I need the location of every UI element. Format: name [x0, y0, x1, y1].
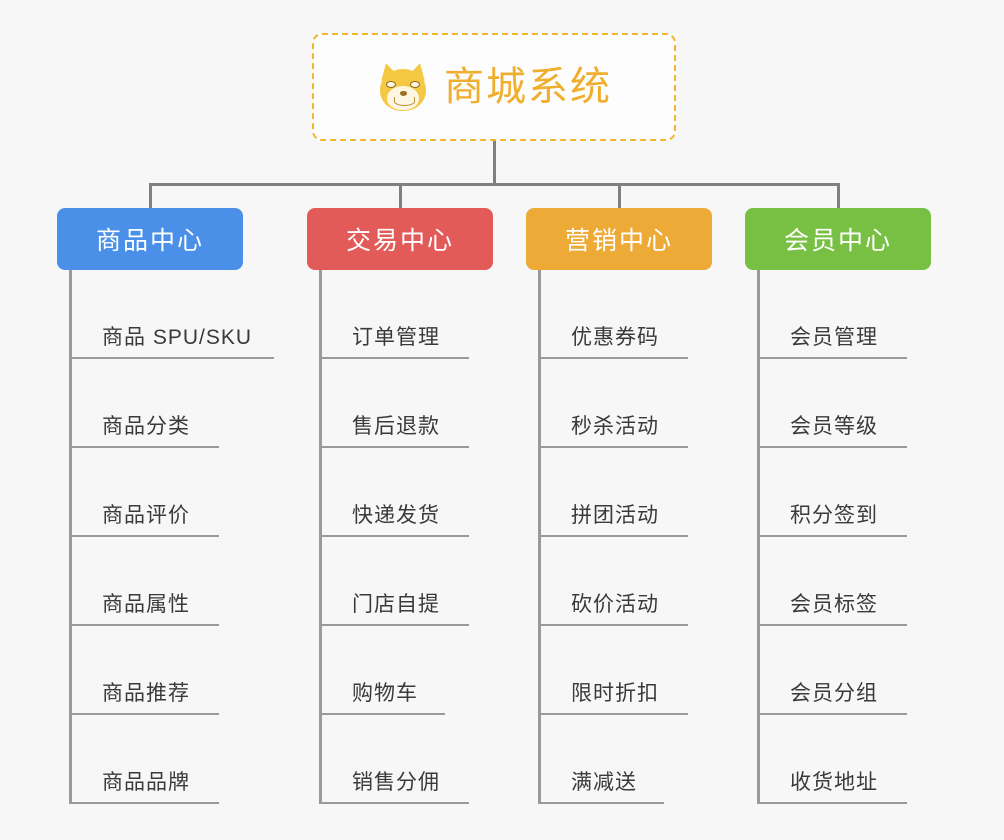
leaf-item[interactable]: 秒杀活动: [526, 359, 712, 448]
leaf-underline: [319, 624, 469, 626]
leaf-underline: [319, 713, 445, 715]
leaf-label: 积分签到: [790, 504, 878, 527]
leaf-label: 会员等级: [790, 415, 878, 438]
branch-column-3: 营销中心优惠券码秒杀活动拼团活动砍价活动限时折扣满减送: [526, 208, 712, 804]
leaf-item[interactable]: 收货地址: [745, 715, 931, 804]
leaf-item[interactable]: 订单管理: [307, 270, 493, 359]
leaf-item[interactable]: 销售分佣: [307, 715, 493, 804]
leaf-underline: [757, 357, 907, 359]
leaf-label: 商品品牌: [102, 771, 190, 794]
leaf-label: 商品评价: [102, 504, 190, 527]
leaf-item[interactable]: 门店自提: [307, 537, 493, 626]
leaf-underline: [319, 535, 469, 537]
leaf-item[interactable]: 限时折扣: [526, 626, 712, 715]
leaf-list-4: 会员管理会员等级积分签到会员标签会员分组收货地址: [745, 270, 931, 804]
leaf-label: 拼团活动: [571, 504, 659, 527]
leaf-underline: [69, 624, 219, 626]
leaf-item[interactable]: 购物车: [307, 626, 493, 715]
branch-header-3[interactable]: 营销中心: [526, 208, 712, 270]
branch-column-1: 商品中心商品 SPU/SKU 商品分类商品评价商品属性商品推荐商品品牌: [57, 208, 274, 804]
branch-header-4[interactable]: 会员中心: [745, 208, 931, 270]
leaf-label: 优惠券码: [571, 326, 659, 349]
leaf-underline: [538, 535, 688, 537]
leaf-label: 会员标签: [790, 593, 878, 616]
leaf-item[interactable]: 会员等级: [745, 359, 931, 448]
leaf-item[interactable]: 拼团活动: [526, 448, 712, 537]
connector-drop-4: [837, 183, 840, 208]
leaf-label: 商品属性: [102, 593, 190, 616]
branch-header-1[interactable]: 商品中心: [57, 208, 243, 270]
connector-drop-2: [399, 183, 402, 208]
leaf-underline: [757, 535, 907, 537]
leaf-item[interactable]: 商品品牌: [57, 715, 243, 804]
leaf-label: 秒杀活动: [571, 415, 659, 438]
leaf-label: 售后退款: [352, 415, 440, 438]
leaf-underline: [69, 357, 274, 359]
root-node-mall-system[interactable]: 商城系统: [312, 33, 676, 141]
leaf-underline: [538, 357, 688, 359]
leaf-label: 销售分佣: [352, 771, 440, 794]
leaf-list-2: 订单管理售后退款快递发货门店自提购物车销售分佣: [307, 270, 493, 804]
leaf-item[interactable]: 优惠券码: [526, 270, 712, 359]
leaf-underline: [319, 357, 469, 359]
leaf-item[interactable]: 快递发货: [307, 448, 493, 537]
leaf-underline: [757, 446, 907, 448]
leaf-underline: [538, 802, 664, 804]
leaf-label: 收货地址: [790, 771, 878, 794]
leaf-list-1: 商品 SPU/SKU 商品分类商品评价商品属性商品推荐商品品牌: [57, 270, 274, 804]
leaf-underline: [757, 802, 907, 804]
leaf-underline: [757, 713, 907, 715]
leaf-underline: [757, 624, 907, 626]
leaf-item[interactable]: 商品属性: [57, 537, 243, 626]
leaf-label: 门店自提: [352, 593, 440, 616]
leaf-item[interactable]: 商品评价: [57, 448, 243, 537]
branch-column-2: 交易中心订单管理售后退款快递发货门店自提购物车销售分佣: [307, 208, 493, 804]
branch-column-4: 会员中心会员管理会员等级积分签到会员标签会员分组收货地址: [745, 208, 931, 804]
leaf-underline: [69, 446, 219, 448]
leaf-underline: [319, 446, 469, 448]
leaf-label: 商品推荐: [102, 682, 190, 705]
leaf-label: 商品 SPU/SKU: [102, 326, 253, 349]
leaf-underline: [69, 713, 219, 715]
connector-drop-1: [149, 183, 152, 208]
leaf-label: 会员分组: [790, 682, 878, 705]
shiba-dog-face-icon: [376, 61, 430, 112]
leaf-list-3: 优惠券码秒杀活动拼团活动砍价活动限时折扣满减送: [526, 270, 712, 804]
leaf-underline: [538, 624, 688, 626]
leaf-underline: [69, 802, 219, 804]
connector-horizontal-bus: [149, 183, 839, 186]
leaf-label: 购物车: [352, 682, 418, 705]
root-title: 商城系统: [444, 65, 612, 109]
leaf-label: 满减送: [571, 771, 637, 794]
leaf-item[interactable]: 积分签到: [745, 448, 931, 537]
connector-drop-3: [618, 183, 621, 208]
leaf-label: 订单管理: [352, 326, 440, 349]
leaf-label: 砍价活动: [571, 593, 659, 616]
leaf-item[interactable]: 会员管理: [745, 270, 931, 359]
leaf-underline: [319, 802, 469, 804]
leaf-item[interactable]: 会员分组: [745, 626, 931, 715]
leaf-label: 商品分类: [102, 415, 190, 438]
leaf-item[interactable]: 砍价活动: [526, 537, 712, 626]
leaf-item[interactable]: 商品推荐: [57, 626, 243, 715]
leaf-label: 会员管理: [790, 326, 878, 349]
leaf-item[interactable]: 售后退款: [307, 359, 493, 448]
leaf-underline: [69, 535, 219, 537]
leaf-item[interactable]: 会员标签: [745, 537, 931, 626]
leaf-item[interactable]: 满减送: [526, 715, 712, 804]
branch-header-2[interactable]: 交易中心: [307, 208, 493, 270]
leaf-underline: [538, 446, 688, 448]
connector-root-stem: [493, 141, 496, 185]
leaf-label: 限时折扣: [571, 682, 659, 705]
leaf-underline: [538, 713, 688, 715]
leaf-item[interactable]: 商品分类: [57, 359, 243, 448]
leaf-item[interactable]: 商品 SPU/SKU: [57, 270, 274, 359]
leaf-label: 快递发货: [352, 504, 440, 527]
